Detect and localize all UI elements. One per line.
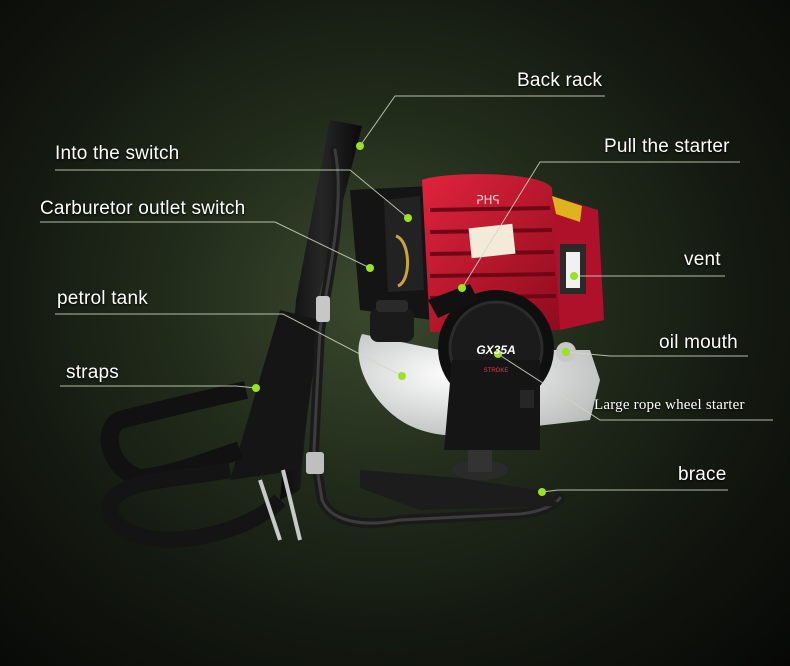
label-rope-starter: Large rope wheel starter xyxy=(594,397,745,413)
rope-starter xyxy=(438,290,554,450)
label-back-rack: Back rack xyxy=(517,70,603,91)
label-into-switch: Into the switch xyxy=(55,143,180,164)
straps xyxy=(100,120,362,549)
pull-starter-handle xyxy=(428,284,478,318)
callout-lines xyxy=(40,95,773,493)
badge-subtext: STROKE xyxy=(484,368,509,374)
label-straps: straps xyxy=(66,362,119,383)
label-vent: vent xyxy=(684,249,721,270)
shroud-logo: ᕈᕼᕋ xyxy=(476,193,500,207)
brace xyxy=(360,448,560,510)
engine-housing xyxy=(350,186,432,320)
label-carburetor-switch: Carburetor outlet switch xyxy=(40,198,246,219)
label-petrol-tank: petrol tank xyxy=(57,288,148,309)
label-oil-mouth: oil mouth xyxy=(659,332,738,353)
back-rack xyxy=(306,145,565,528)
label-brace: brace xyxy=(678,464,727,485)
model-badge: GX35A xyxy=(476,343,515,357)
callout-markers xyxy=(252,142,578,496)
label-pull-starter: Pull the starter xyxy=(604,136,730,157)
